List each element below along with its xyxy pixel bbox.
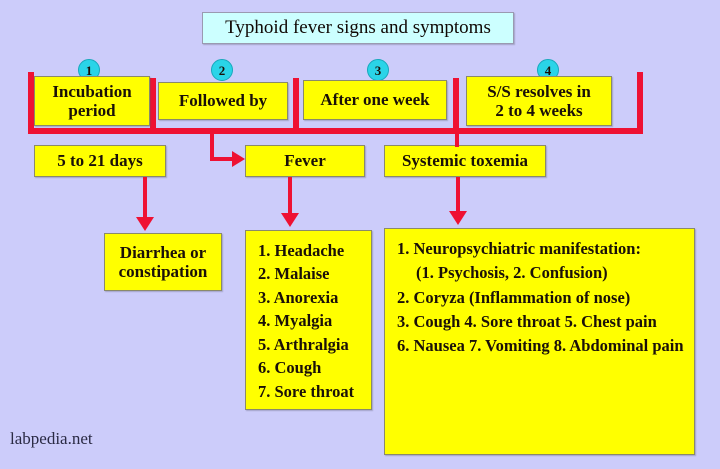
stage-number-1: 1: [78, 59, 100, 81]
stage-number-2: 2: [211, 59, 233, 81]
detail-box-fever: Fever: [245, 145, 365, 177]
toxemia-symptom-item: 1. Neuropsychiatric manifestation:: [397, 239, 641, 258]
stage-number-2-text: 2: [218, 62, 226, 78]
detail-box-duration-label: 5 to 21 days: [57, 151, 143, 171]
toxemia-symptom-item: 2. Coryza (Inflammation of nose): [397, 287, 631, 307]
toxemia-symptom-item: 4. Sore throat: [464, 311, 561, 331]
stage-box-incubation-period: Incubation period: [34, 76, 150, 126]
outcome-box-toxemia-symptoms: 1. Neuropsychiatric manifestation: (1. P…: [384, 228, 695, 455]
connector-right-post: [637, 72, 643, 134]
toxemia-symptom-item: 3. Cough: [397, 311, 461, 331]
detail-box-duration: 5 to 21 days: [34, 145, 166, 177]
outcome-box-bowel-changes: Diarrhea or constipation: [104, 233, 222, 291]
detail-box-systemic-toxemia-label: Systemic toxemia: [401, 151, 529, 171]
stage-box-ss-resolves: S/S resolves in 2 to 4 weeks: [466, 76, 612, 126]
connector-fever-arrowhead: [232, 151, 245, 167]
connector-toxemia-to-list-line: [456, 177, 460, 213]
toxemia-symptom-item: 6. Nausea: [397, 336, 465, 355]
toxemia-symptom-item: 5. Chest pain: [564, 311, 657, 331]
connector-separator-3: [453, 78, 459, 134]
stage-number-3-text: 3: [374, 62, 382, 78]
stage-number-1-text: 1: [85, 62, 93, 78]
stage-number-3: 3: [367, 59, 389, 81]
fever-symptom-item: 1. Headache: [258, 241, 345, 260]
resolves-line-1: S/S resolves in: [487, 81, 591, 101]
detail-box-fever-label: Fever: [284, 151, 326, 171]
connector-fever-to-symptoms-line: [288, 177, 292, 215]
resolves-line-2: 2 to 4 weeks: [495, 101, 583, 120]
watermark: labpedia.net: [10, 429, 93, 448]
fever-symptom-item: 3. Anorexia: [258, 287, 339, 307]
incubation-line-1: Incubation: [52, 81, 132, 101]
bowel-line-1: Diarrhea or: [119, 242, 207, 262]
connector-fever-elbow-vertical: [210, 132, 214, 160]
stage-box-incubation-period-label: Incubation period: [35, 82, 149, 120]
connector-toxemia-stub: [455, 128, 459, 147]
bowel-line-2: constipation: [118, 262, 208, 281]
stage-box-followed-by-label: Followed by: [178, 91, 268, 111]
fever-symptom-item: 2. Malaise: [258, 264, 330, 284]
connector-left-post: [28, 72, 34, 134]
outcome-box-fever-symptoms: 1. Headache 2. Malaise 3. Anorexia 4. My…: [245, 230, 372, 410]
connector-fever-to-symptoms-arrowhead: [281, 213, 299, 227]
connector-backbone: [28, 128, 643, 134]
stage-box-followed-by: Followed by: [158, 82, 288, 120]
stage-number-4-text: 4: [544, 62, 552, 78]
stage-box-after-one-week: After one week: [303, 80, 447, 120]
page-title-text: Typhoid fever signs and symptoms: [225, 17, 491, 38]
incubation-line-2: period: [68, 101, 116, 120]
connector-separator-1: [150, 78, 156, 134]
detail-box-systemic-toxemia: Systemic toxemia: [384, 145, 546, 177]
fever-symptom-item: 4. Myalgia: [258, 311, 333, 331]
connector-separator-2: [293, 78, 299, 134]
page-title: Typhoid fever signs and symptoms: [202, 12, 514, 44]
outcome-box-bowel-changes-label: Diarrhea or constipation: [105, 243, 221, 281]
stage-box-ss-resolves-label: S/S resolves in 2 to 4 weeks: [467, 82, 611, 120]
connector-toxemia-to-list-arrowhead: [449, 211, 467, 225]
connector-fever-elbow-horizontal: [210, 157, 234, 161]
stage-box-after-one-week-label: After one week: [320, 90, 430, 110]
connector-duration-to-bowel-arrowhead: [136, 217, 154, 231]
fever-symptom-item: 7. Sore throat: [258, 381, 355, 401]
toxemia-symptom-item: 7. Vomiting: [468, 336, 550, 355]
toxemia-symptom-subitem: (1. Psychosis, 2. Confusion): [416, 263, 608, 283]
toxemia-symptom-item: 8. Abdominal pain: [553, 336, 684, 355]
connector-duration-to-bowel-line: [143, 177, 147, 219]
fever-symptom-item: 5. Arthralgia: [258, 334, 349, 354]
fever-symptom-item: 6. Cough: [258, 358, 322, 378]
